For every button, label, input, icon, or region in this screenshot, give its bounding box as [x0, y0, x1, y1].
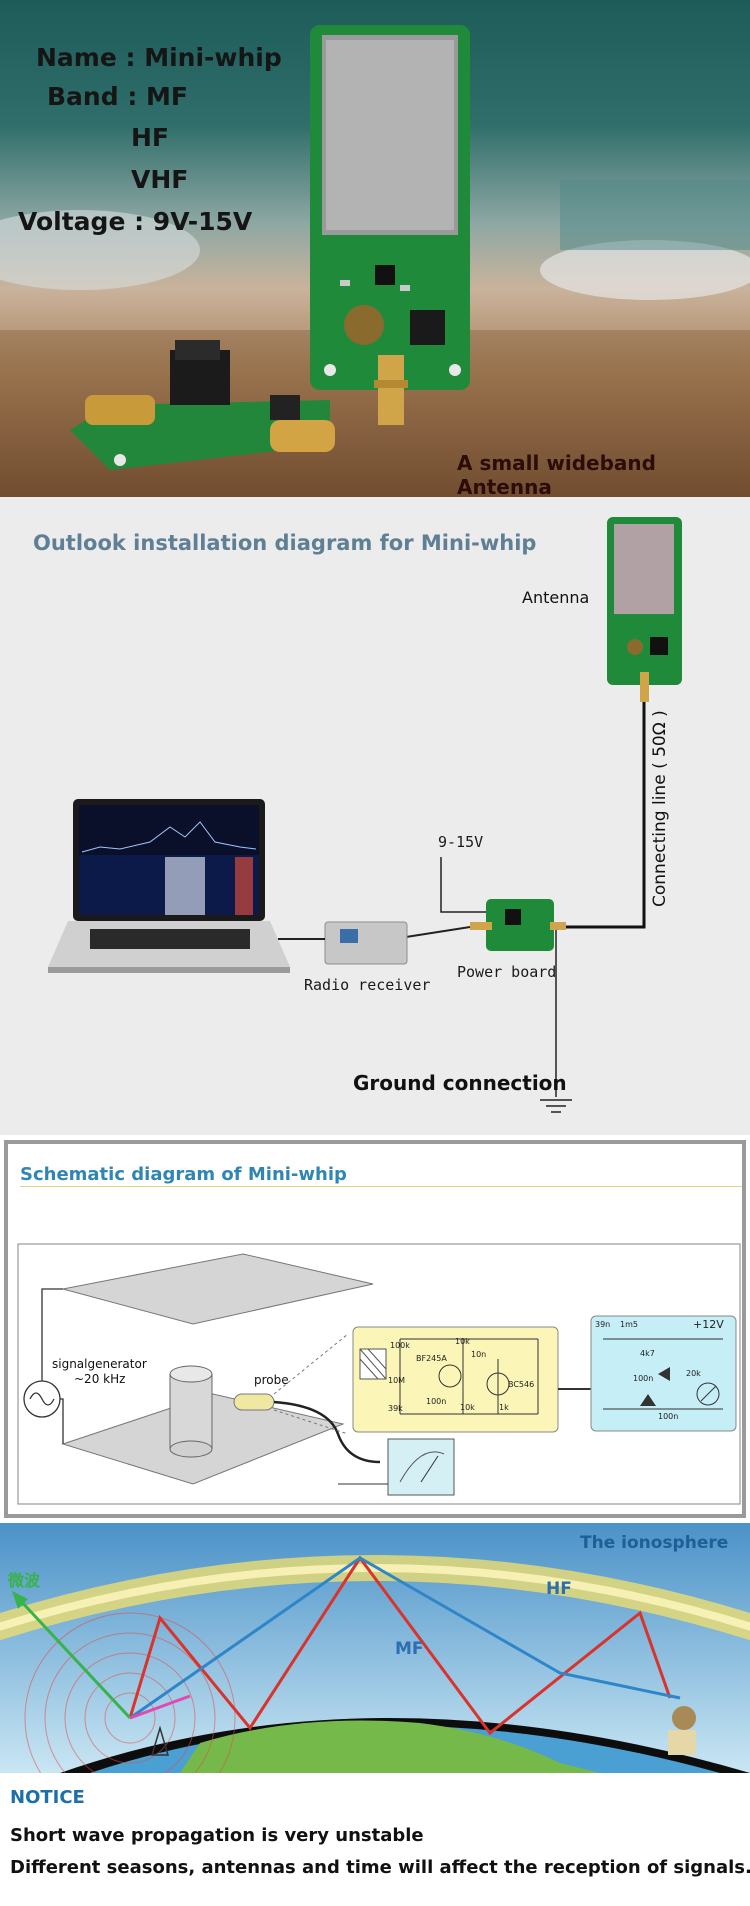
mf-label: MF	[395, 1639, 424, 1659]
receiver-label: Radio receiver	[304, 976, 431, 994]
component-label: +12V	[693, 1318, 724, 1331]
hf-label: HF	[546, 1579, 572, 1599]
component-label: 1k	[499, 1403, 509, 1412]
spec-name: Name : Mini-whip	[36, 43, 282, 72]
component-label: 100n	[426, 1397, 447, 1406]
ground-label: Ground connection	[353, 1071, 567, 1095]
component-label: 39n	[595, 1320, 611, 1329]
ionosphere-drawing	[0, 1523, 750, 1773]
voltage-label: 9-15V	[438, 833, 484, 851]
spec-band-vhf: VHF	[131, 165, 189, 194]
schematic-diagram: Schematic diagram of Mini-whip	[4, 1140, 746, 1518]
notice-title: NOTICE	[10, 1787, 85, 1808]
title-underline	[20, 1186, 742, 1187]
notice-line: Different seasons, antennas and time wil…	[10, 1857, 750, 1878]
schematic-title: Schematic diagram of Mini-whip	[20, 1164, 347, 1185]
spec-band: Band : MF	[47, 82, 188, 111]
component-label: 1m5	[620, 1320, 638, 1329]
power-board-label: Power board	[457, 963, 557, 981]
component-label: 10M	[388, 1376, 406, 1385]
hero-caption: A small wideband Antenna	[457, 451, 656, 497]
component-label: 100n	[658, 1412, 679, 1421]
component-label: 10k	[455, 1337, 470, 1346]
component-label: 100k	[390, 1341, 410, 1350]
component-label: 10k	[460, 1403, 475, 1412]
schematic-drawing	[17, 1243, 741, 1505]
component-label: 39k	[388, 1404, 403, 1413]
cable-label: Connecting line ( 50Ω )	[650, 710, 670, 907]
ionosphere-illustration: The ionosphere HF MF 微波	[0, 1523, 750, 1773]
component-label: 20k	[686, 1369, 701, 1378]
installation-drawing	[48, 517, 682, 1113]
component-label: BF245A	[416, 1354, 447, 1363]
spec-band-hf: HF	[131, 123, 170, 152]
component-label: 4k7	[640, 1349, 655, 1358]
spec-voltage: Voltage : 9V-15V	[18, 207, 253, 236]
antenna-label: Antenna	[522, 588, 590, 607]
generator-label: signalgenerator	[52, 1357, 147, 1371]
probe-label: probe	[254, 1373, 289, 1387]
antenna-photo-illustration	[0, 25, 750, 497]
installation-diagram: Outlook installation diagram for Mini-wh…	[0, 497, 750, 1135]
notice-line: Short wave propagation is very unstable	[10, 1825, 424, 1846]
component-label: BC546	[508, 1380, 535, 1389]
ionosphere-title: The ionosphere	[580, 1533, 729, 1553]
generator-frequency: ~20 kHz	[74, 1372, 126, 1386]
component-label: 100n	[633, 1374, 654, 1383]
component-label: 10n	[471, 1350, 487, 1359]
radio-receiver	[324, 921, 408, 965]
product-hero-photo: Name : Mini-whip Band : MF HF VHF Voltag…	[0, 0, 750, 497]
installation-title: Outlook installation diagram for Mini-wh…	[33, 531, 537, 555]
microwave-label: 微波	[8, 1571, 41, 1590]
